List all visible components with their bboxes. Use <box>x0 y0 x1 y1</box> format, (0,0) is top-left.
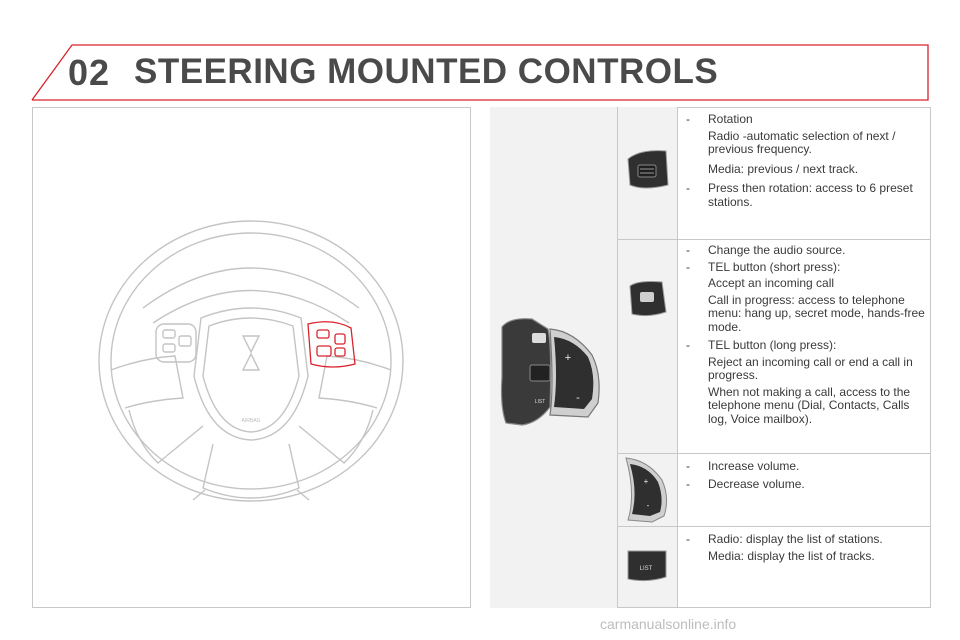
row2-sub-4: When not making a call, access to the te… <box>708 384 911 426</box>
steering-wheel-panel: AIRBAG <box>32 107 471 608</box>
row2-sub-2: Call in progress: access to telephone me… <box>708 292 925 334</box>
row4-item-1: -Radio: display the list of stations. <box>686 532 883 546</box>
row3-item-1: -Increase volume. <box>686 459 800 473</box>
row2-item-3: -TEL button (long press): <box>686 338 837 352</box>
row4-sub-1: Media: display the list of tracks. <box>708 548 875 563</box>
row2-item-1: -Change the audio source. <box>686 243 846 257</box>
list-button-icon: LIST <box>627 550 667 582</box>
steering-wheel-illustration: AIRBAG <box>98 220 404 502</box>
page-title: STEERING MOUNTED CONTROLS <box>134 52 719 91</box>
rotation-description: -Rotation Radio -automatic selection of … <box>678 107 930 209</box>
control-pad-cell: LIST + - <box>490 107 618 608</box>
minus-icon: - <box>576 392 580 404</box>
row-source-tel: -Change the audio source. -TEL button (s… <box>618 240 930 454</box>
control-pad-illustration: LIST + - <box>500 318 600 426</box>
row-rotation: -Rotation Radio -automatic selection of … <box>618 107 930 240</box>
thumbwheel-icon <box>627 150 669 189</box>
row3-item-2: -Decrease volume. <box>686 476 805 491</box>
airbag-label: AIRBAG <box>242 418 261 424</box>
row2-sub-3: Reject an incoming call or end a call in… <box>708 354 913 382</box>
svg-text:-: - <box>647 501 650 510</box>
page-header: 02 STEERING MOUNTED CONTROLS <box>0 0 960 110</box>
footer-watermark: carmanualsonline.info <box>600 616 737 632</box>
svg-text:+: + <box>644 477 649 486</box>
chapter-number: 02 <box>68 52 111 93</box>
tel-button-icon <box>629 281 667 317</box>
volume-icon-cell: + - <box>618 454 678 526</box>
row2-item-2: -TEL button (short press): <box>686 259 841 274</box>
row-list: LIST -Radio: display the list of station… <box>618 527 930 607</box>
volume-rocker-icon: + - <box>625 457 668 523</box>
row1-item-2: -Press then rotation: access to 6 preset… <box>686 181 913 209</box>
highlighted-controls <box>307 321 356 368</box>
volume-description: -Increase volume. -Decrease volume. <box>678 454 930 491</box>
tel-icon-cell <box>618 240 678 453</box>
row2-sub-1: Accept an incoming call <box>708 276 835 290</box>
rotation-icon-cell <box>618 107 678 239</box>
row-volume: + - -Increase volume. -Decrease volume. <box>618 454 930 527</box>
row1-sub-2: Media: previous / next track. <box>708 161 859 176</box>
row1-sub-1: Radio -automatic selection of next / pre… <box>708 128 896 156</box>
list-button-label: LIST <box>535 399 546 405</box>
tel-icon <box>532 333 546 343</box>
tel-description: -Change the audio source. -TEL button (s… <box>678 240 930 426</box>
plus-icon: + <box>565 352 571 364</box>
row1-item-1: -Rotation <box>686 112 753 126</box>
header-frame-shape <box>31 44 929 101</box>
list-icon-label: LIST <box>640 566 653 572</box>
list-description: -Radio: display the list of stations. Me… <box>678 527 930 563</box>
list-icon-cell: LIST <box>618 527 678 607</box>
